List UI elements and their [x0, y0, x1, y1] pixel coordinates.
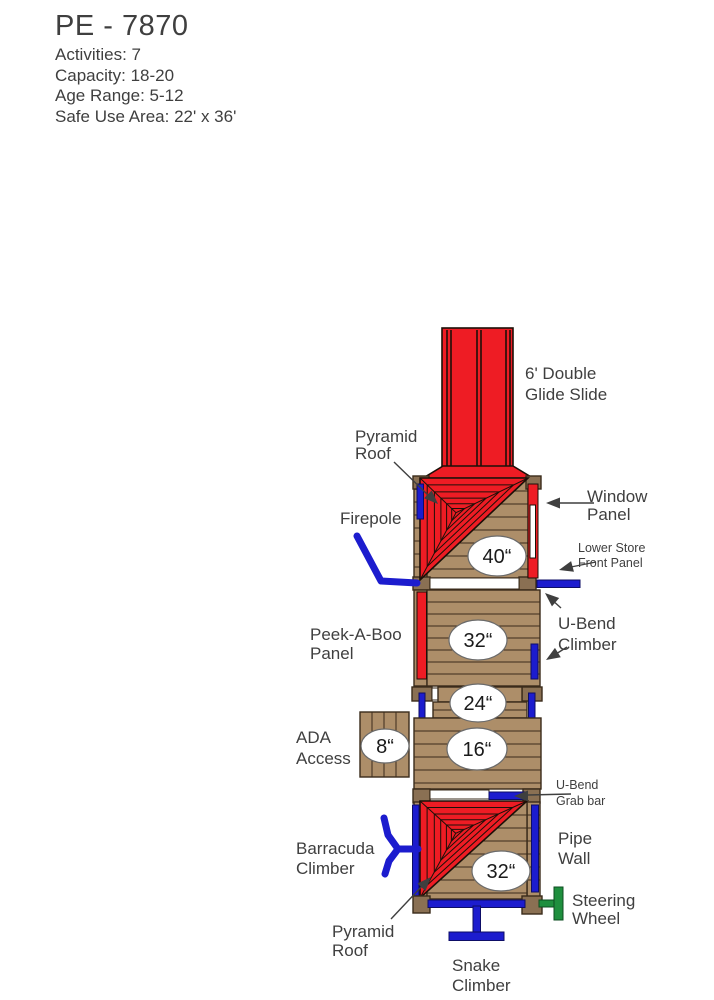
label-barracuda-line1: Barracuda [296, 839, 375, 858]
pointer-line [570, 561, 597, 568]
label-steering-line1: Steering [572, 891, 635, 910]
pointer-line [393, 461, 430, 497]
deck-24-height: 24“ [464, 693, 493, 715]
label-peek-a-boo-line2: Panel [310, 644, 353, 663]
handrail [418, 692, 426, 719]
label-steering-line2: Wheel [572, 909, 620, 928]
height-badge [360, 728, 410, 764]
label-window-panel-line2: Panel [587, 505, 630, 524]
label-lower-store-line1: Lower Store [578, 541, 645, 555]
label-u-bend-climber-line2: Climber [558, 635, 617, 654]
callout-labels: 6' Double Glide Slide Pyramid Roof Firep… [296, 364, 648, 995]
height-badge [449, 683, 507, 723]
spec-capacity: Capacity: 18-20 [55, 65, 175, 85]
label-grab-bar-line2: Grab bar [556, 794, 605, 808]
handrail [528, 692, 536, 719]
label-pyramid-roof-bottom-line2: Roof [332, 941, 368, 960]
slide-rails [446, 330, 511, 467]
label-pyramid-roof-top-line2: Roof [355, 444, 391, 463]
height-badge [471, 850, 531, 892]
gap [431, 687, 439, 701]
title-block: PE - 7870 Activities: 7 Capacity: 18-20 … [55, 10, 236, 127]
double-glide-slide [417, 327, 539, 481]
pointer-line [390, 884, 424, 920]
height-badge [446, 727, 508, 771]
deck-40-opening [429, 577, 520, 590]
label-snake-climber-line2: Climber [452, 976, 511, 995]
label-peek-a-boo-line1: Peek-A-Boo [310, 625, 402, 644]
pointer-line [527, 793, 572, 796]
spec-list: Activities: 7 Capacity: 18-20 Age Range:… [55, 45, 236, 127]
label-ada-access-line2: Access [296, 749, 351, 768]
pipe-wall-right [531, 804, 539, 893]
steering-wheel [538, 886, 564, 921]
label-snake-climber-line1: Snake [452, 956, 500, 975]
label-grab-bar-line1: U-Bend [556, 778, 598, 792]
spec-age-range: Age Range: 5-12 [55, 86, 184, 105]
arrowhead-icon [559, 561, 574, 572]
snake-climber [448, 905, 505, 941]
callout-pointers [390, 461, 597, 920]
arrowhead-icon [546, 647, 561, 660]
arrowhead-icon [417, 877, 431, 891]
deck-32-lower [412, 788, 543, 915]
corner-post [412, 895, 431, 914]
label-pyramid-roof-bottom-line1: Pyramid [332, 922, 394, 941]
label-slide-line1: 6' Double [525, 364, 596, 383]
u-bend-climber-lower [530, 643, 539, 680]
spec-safe-use-area: Safe Use Area: 22' x 36' [55, 106, 237, 126]
deck-32-upper-height: 32“ [464, 630, 493, 652]
label-firepole: Firepole [340, 509, 401, 528]
label-ada-access-line1: ADA [296, 728, 332, 747]
firepole [353, 532, 421, 587]
peek-a-boo-panel [416, 591, 427, 680]
label-pipe-wall-line1: Pipe [558, 829, 592, 848]
label-window-panel-line1: Window [587, 487, 648, 506]
firepole-post [416, 483, 424, 520]
arrowhead-icon [545, 593, 560, 607]
label-pipe-wall-line2: Wall [558, 849, 590, 868]
label-u-bend-climber-line1: U-Bend [558, 614, 616, 633]
window-slot [529, 504, 536, 559]
label-lower-store-line2: Front Panel [578, 556, 643, 570]
ada-step-height: 8“ [376, 736, 394, 758]
corner-post [518, 576, 537, 591]
label-pyramid-roof-top-line1: Pyramid [355, 427, 417, 446]
spec-activities: Activities: 7 [55, 45, 141, 64]
arrowhead-icon [514, 790, 528, 802]
height-badge [448, 619, 508, 661]
deck-opening [429, 789, 490, 800]
deck-16-height: 16“ [463, 739, 492, 761]
deck-32-lower-height: 32“ [487, 861, 516, 883]
u-bend-climber-rail [536, 579, 581, 588]
height-badge [467, 535, 527, 577]
barracuda-climber [380, 814, 422, 878]
label-slide-line2: Glide Slide [525, 385, 607, 404]
label-barracuda-line2: Climber [296, 859, 355, 878]
deck-height-badges: 40“ 32“ 24“ 16“ 8“ 32“ [360, 535, 531, 892]
model-number: PE - 7870 [55, 10, 189, 42]
pyramid-roof-top [419, 477, 531, 582]
deck-40-height: 40“ [483, 546, 512, 568]
arrowhead-icon [546, 497, 560, 509]
arrowhead-icon [424, 490, 438, 504]
